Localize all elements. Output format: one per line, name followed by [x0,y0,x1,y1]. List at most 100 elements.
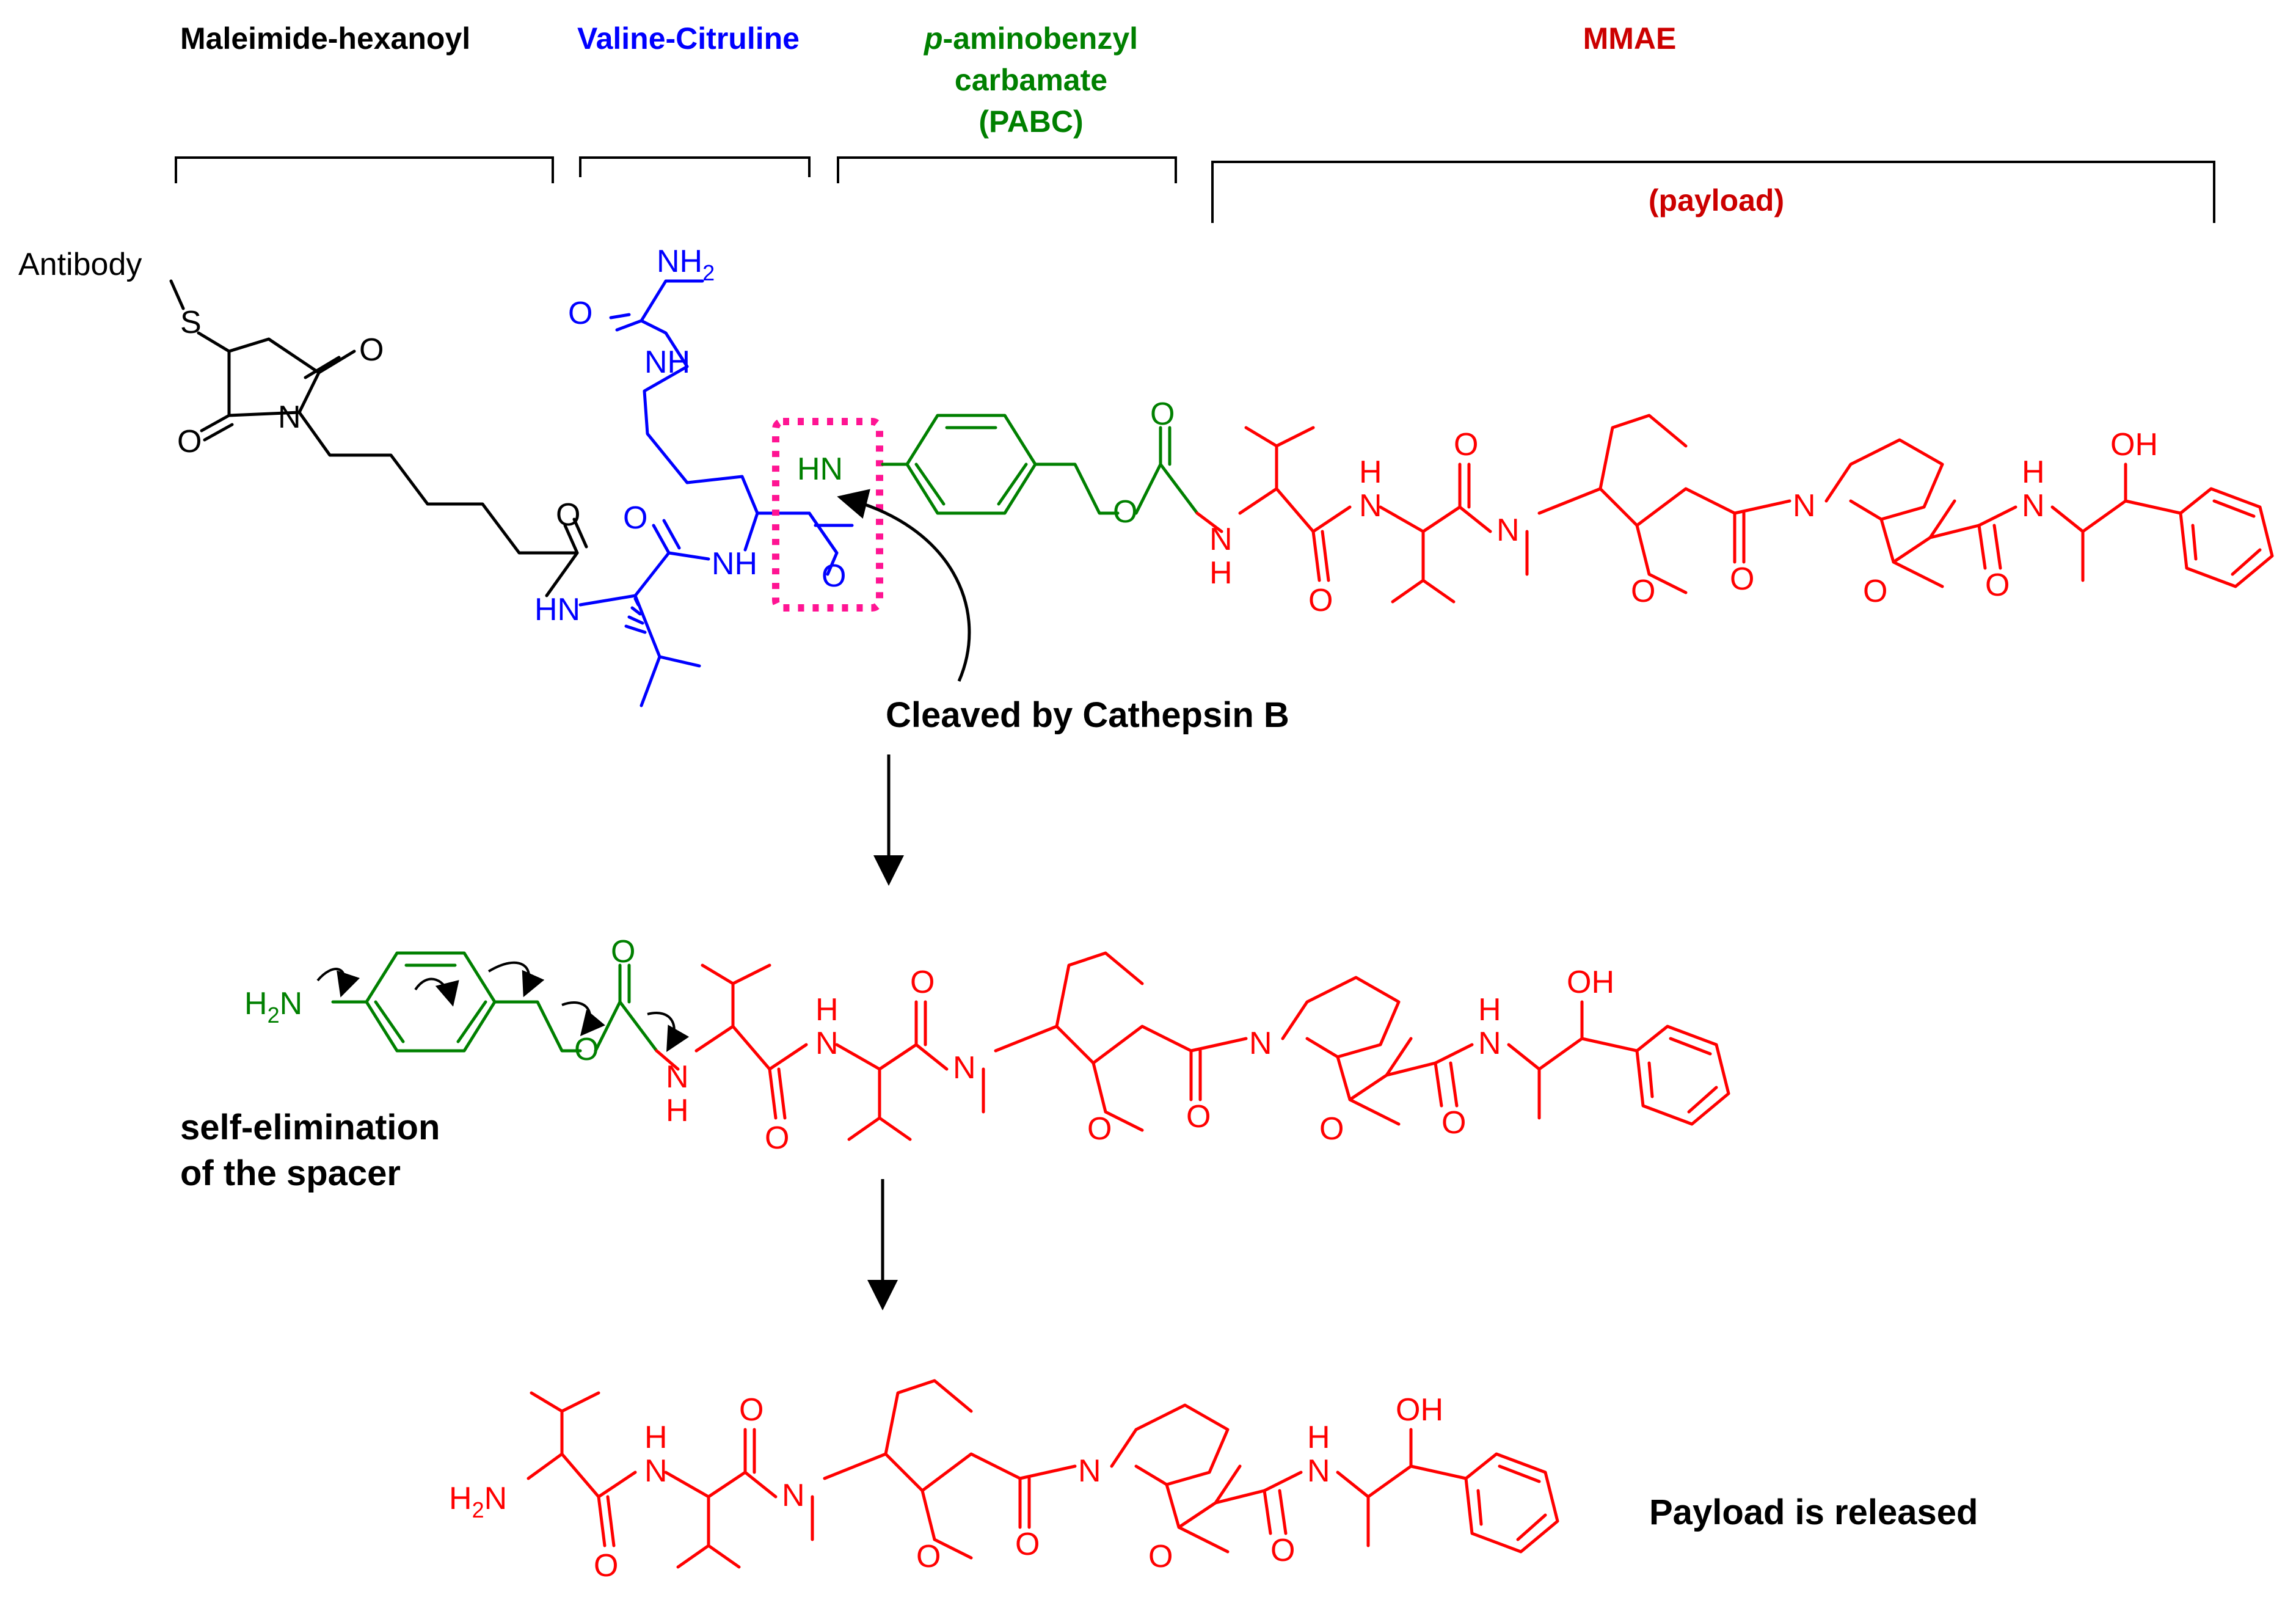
mmae-mid-o3: O [1186,1099,1211,1134]
mmae-top-nh1-n: N [1209,522,1233,557]
caption-payload-released: Payload is released [1649,1492,1978,1532]
caption-cleaved-by-cathepsin-b: Cleaved by Cathepsin B [886,695,1289,735]
mmae-bottom-n-methyl: N [782,1478,805,1513]
pabc-h2n: H2N [244,986,302,1028]
header-mmae: MMAE [1583,21,1677,56]
mmae-bottom-oh: OH [1396,1392,1443,1428]
mmae-fragment-middle [655,951,1730,1141]
mmae-top-n-methyl: N [1496,513,1520,548]
citrulline-carbonyl-oxygen: O [822,558,846,594]
mmae-top-nh2-h: H [1359,455,1382,490]
top-molecule: Antibody S O O N O HN O NH O NH O NH2 [18,244,2274,707]
pabc-fragment [881,414,1199,515]
mmae-mid-n-prolyl: N [1249,1026,1272,1061]
maleimide-oxygen-right: O [359,332,384,368]
mmae-bottom-h2n-subscript: 2 [472,1497,484,1522]
header-pabc-line2: carbamate [955,63,1107,97]
citrulline-nh2: NH2 [657,244,715,285]
mmae-bottom-nh3-n: N [1307,1453,1330,1489]
mmae-top-o4: O [1985,568,2010,603]
mmae-top-o-methoxy1: O [1631,574,1655,609]
mmae-bottom-nh2-n: N [644,1453,668,1489]
mmae-bottom-n-prolyl: N [1078,1453,1101,1489]
mmae-top-o3: O [1730,561,1754,597]
mmae-bottom-h2n: H2N [449,1481,507,1522]
electron-push-arrows [316,961,690,1052]
valine-citruline-fragment [578,279,854,707]
mmae-mid-nh3-n: N [1478,1026,1501,1061]
mmae-mid-o4: O [1441,1105,1466,1141]
header-payload: (payload) [1649,183,1784,217]
mmae-top-nh2-n: N [1359,488,1382,524]
pabc-carbamate-oxygen-carbonyl: O [1150,396,1175,432]
pabc-hn: HN [797,451,843,487]
valine-hn: HN [534,592,580,627]
maleimide-oxygen-left: O [177,424,202,459]
mmae-mid-o-methoxy1: O [1087,1111,1112,1147]
mmae-mid-n-methyl: N [953,1050,976,1086]
bracket-pabc [837,156,1177,183]
mid-pabc-o-carbonyl: O [611,934,635,970]
mmae-mid-o-methoxy2: O [1319,1111,1344,1147]
bracket-maleimide [175,156,554,183]
mmae-mid-nh2-h: H [815,992,839,1028]
header-pabc: p-aminobenzyl [923,21,1138,56]
header-pabc-line1: -aminobenzyl [943,21,1138,56]
mmae-mid-oh: OH [1567,965,1614,1000]
bracket-valcit [579,156,811,177]
caption-self-elimination-line1: self-elimination [180,1108,440,1147]
section-headers: Maleimide-hexanoyl Valine-Citruline p-am… [180,21,1784,217]
mmae-top-o-methoxy2: O [1863,574,1887,609]
mmae-top-oh: OH [2110,427,2158,462]
cleavage-site-box [772,418,883,612]
mmae-bottom-nh3-h: H [1307,1420,1330,1455]
sulfur-atom: S [180,305,202,340]
mmae-mid-o2: O [910,965,935,1000]
antibody-label: Antibody [18,247,142,282]
header-pabc-line3: (PABC) [979,104,1083,139]
citrulline-urea-nh: NH [644,345,690,380]
mmae-bottom-o1: O [594,1548,618,1584]
mmae-bottom-o3: O [1015,1527,1040,1562]
mmae-mid-o1: O [765,1120,789,1156]
mid-pabc-o-ether: O [574,1032,599,1067]
citrulline-nh2-subscript: 2 [702,260,715,285]
pabc-h2n-subscript: 2 [268,1003,280,1028]
citrulline-nh2-base: NH [657,244,702,279]
mmae-bottom-h2n-n: N [484,1481,508,1516]
mmae-mid-nh1-h: H [666,1093,689,1128]
cathepsin-cleavage-arrow [837,489,971,682]
citrulline-urea-oxygen: O [568,296,592,331]
bracket-mmae [1211,161,2215,223]
maleimide-nitrogen: N [278,400,301,435]
mmae-bottom-o4: O [1270,1533,1295,1568]
mmae-top-n-prolyl: N [1793,488,1816,524]
mmae-mid-nh2-n: N [815,1026,839,1061]
caption-self-elimination-line2: of the spacer [180,1153,401,1193]
mmae-fragment-top [1195,414,2274,604]
mmae-mid-nh1-n: N [666,1059,689,1095]
header-maleimide-hexanoyl: Maleimide-hexanoyl [180,21,470,56]
maleimide-hexanoyl-fragment [169,279,588,597]
mmae-top-nh1-h: H [1209,555,1233,591]
pabc-carbamate-oxygen-ether: O [1113,494,1137,530]
hexanoyl-carbonyl-oxygen: O [556,497,580,533]
mmae-bottom-h2n-h: H [449,1481,472,1516]
header-pabc-italic: p [923,21,943,56]
header-valine-citruline: Valine-Citruline [577,21,800,56]
pabc-h2n-h: H [244,986,268,1021]
section-brackets [175,156,2215,223]
middle-molecule: H2N O O N H O H N O N O O N O [244,934,1730,1156]
mmae-top-nh3-n: N [2022,488,2045,524]
mmae-bottom-nh2-h: H [644,1420,668,1455]
mmae-bottom-o-methoxy2: O [1148,1539,1173,1574]
mmae-top-o1: O [1308,583,1333,618]
mmae-top-o2: O [1454,427,1478,462]
mmae-bottom-o-methoxy1: O [916,1539,941,1574]
mmae-fragment-bottom [527,1379,1559,1569]
pabc-h2n-n: N [280,986,303,1021]
mmae-top-nh3-h: H [2022,455,2045,490]
mmae-mid-nh3-h: H [1478,992,1501,1028]
citrulline-nh: NH [712,546,757,582]
